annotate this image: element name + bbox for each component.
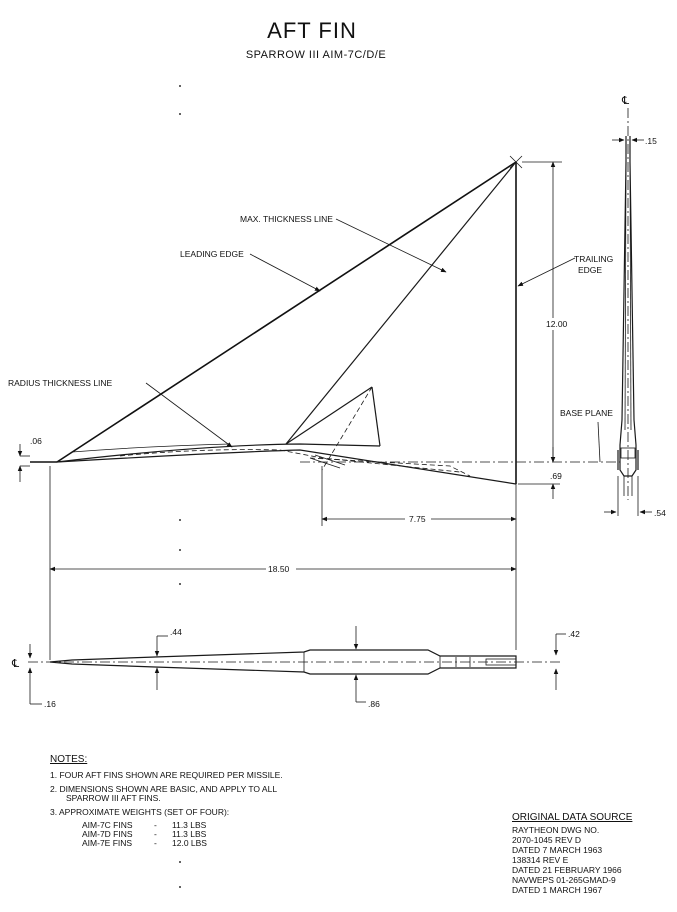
source-block: ORIGINAL DATA SOURCE RAYTHEON DWG NO. 20… bbox=[512, 812, 633, 895]
weight-sep: - bbox=[154, 838, 157, 848]
dimension-69: .69 bbox=[518, 447, 562, 499]
weight-model: AIM-7C FINS bbox=[82, 820, 133, 830]
dim-16-text: .16 bbox=[44, 699, 56, 709]
source-line: NAVWEPS 01-265GMAD-9 bbox=[512, 875, 616, 885]
weight-model: AIM-7E FINS bbox=[82, 838, 132, 848]
dim-54-text: .54 bbox=[654, 508, 666, 518]
label-leaders bbox=[145, 218, 601, 463]
weight-value: 11.3 LBS bbox=[172, 820, 207, 830]
fin-front-view: ℄ .15 .54 bbox=[604, 95, 666, 518]
weight-sep: - bbox=[154, 829, 157, 839]
front-view-centerline-symbol: ℄ bbox=[621, 95, 629, 107]
weight-value: 11.3 LBS bbox=[172, 829, 207, 839]
source-line: DATED 7 MARCH 1963 bbox=[512, 845, 602, 855]
source-line: 138314 REV E bbox=[512, 855, 569, 865]
drawing-subtitle: SPARROW III AIM-7C/D/E bbox=[246, 49, 386, 61]
trailing-edge-label-2: EDGE bbox=[578, 265, 602, 275]
dimension-06: .06 bbox=[17, 436, 42, 482]
notes-heading: NOTES: bbox=[50, 754, 87, 765]
dim-42-text: .42 bbox=[568, 629, 580, 639]
base-plane-label: BASE PLANE bbox=[560, 408, 613, 418]
scan-specks bbox=[179, 85, 181, 888]
dimension-7-75: 7.75 bbox=[321, 466, 517, 526]
note-1: 1. FOUR AFT FINS SHOWN ARE REQUIRED PER … bbox=[50, 770, 283, 780]
source-line: DATED 21 FEBRUARY 1966 bbox=[512, 865, 622, 875]
source-line: RAYTHEON DWG NO. bbox=[512, 825, 599, 835]
fin-edge-view: ℄ .44 .42 .86 .16 bbox=[11, 626, 580, 709]
dimension-12-00: 12.00 bbox=[522, 161, 568, 463]
weight-value: 12.0 LBS bbox=[172, 838, 207, 848]
fin-planform bbox=[30, 155, 620, 485]
dim-69-text: .69 bbox=[550, 471, 562, 481]
weight-model: AIM-7D FINS bbox=[82, 829, 133, 839]
notes-block: NOTES: 1. FOUR AFT FINS SHOWN ARE REQUIR… bbox=[50, 754, 283, 848]
dim-7-75-text: 7.75 bbox=[409, 514, 426, 524]
edge-view-centerline-symbol: ℄ bbox=[11, 658, 19, 670]
dim-86-text: .86 bbox=[368, 699, 380, 709]
dim-12-00-text: 12.00 bbox=[546, 319, 568, 329]
drawing-title: AFT FIN bbox=[267, 18, 357, 43]
max-thickness-line-label: MAX. THICKNESS LINE bbox=[240, 214, 333, 224]
dim-15-text: .15 bbox=[645, 136, 657, 146]
note-3: 3. APPROXIMATE WEIGHTS (SET OF FOUR): bbox=[50, 807, 229, 817]
source-line: DATED 1 MARCH 1967 bbox=[512, 885, 602, 895]
weight-sep: - bbox=[154, 820, 157, 830]
dim-18-50-text: 18.50 bbox=[268, 564, 290, 574]
leading-edge-label: LEADING EDGE bbox=[180, 249, 244, 259]
dimension-18-50: 18.50 bbox=[49, 466, 517, 660]
source-line: 2070-1045 REV D bbox=[512, 835, 581, 845]
trailing-edge-label-1: TRAILING bbox=[574, 254, 613, 264]
dim-06-text: .06 bbox=[30, 436, 42, 446]
source-heading: ORIGINAL DATA SOURCE bbox=[512, 812, 633, 823]
note-2a: 2. DIMENSIONS SHOWN ARE BASIC, AND APPLY… bbox=[50, 784, 277, 794]
dim-44-text: .44 bbox=[170, 627, 182, 637]
weights-table: AIM-7C FINS - 11.3 LBS AIM-7D FINS - 11.… bbox=[82, 820, 207, 848]
radius-thickness-line-label: RADIUS THICKNESS LINE bbox=[8, 378, 113, 388]
note-2b: SPARROW III AFT FINS. bbox=[66, 793, 161, 803]
